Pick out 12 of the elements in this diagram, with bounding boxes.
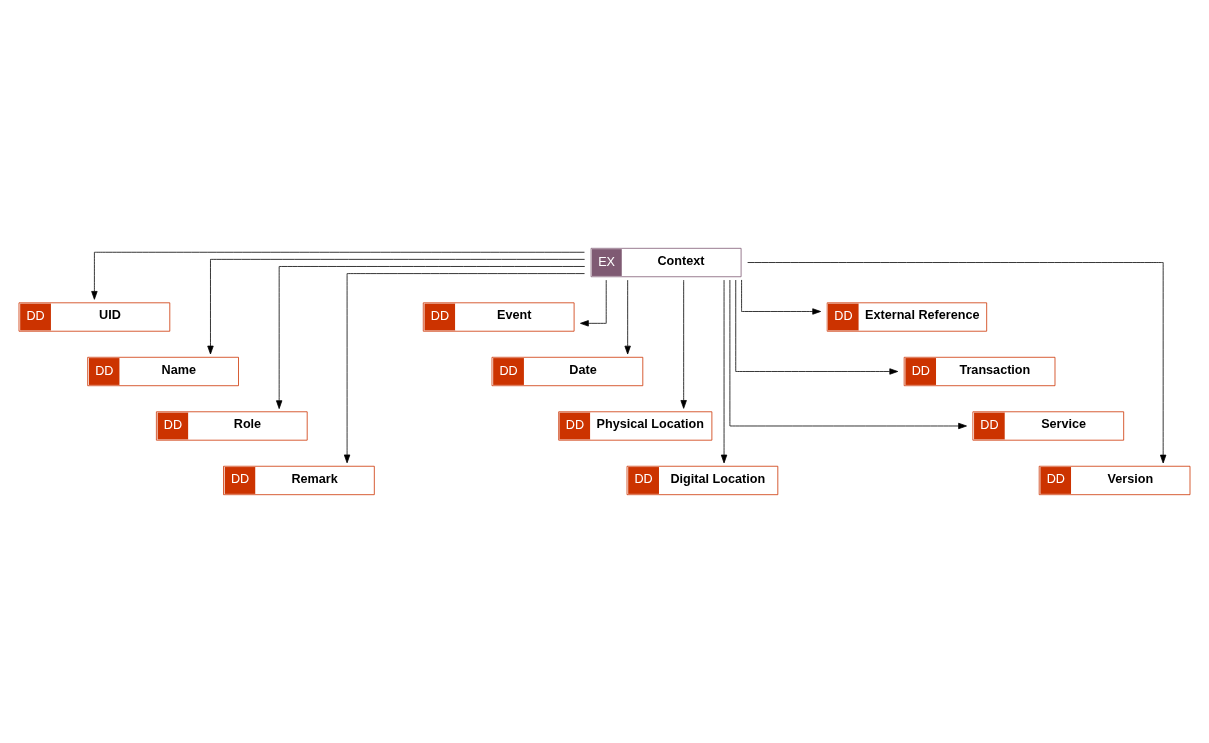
arrow bbox=[276, 266, 586, 409]
arrow bbox=[624, 279, 631, 355]
arrow bbox=[580, 279, 607, 327]
arrow bbox=[741, 279, 821, 315]
arrow bbox=[680, 279, 687, 409]
arrow bbox=[720, 279, 728, 464]
arrow bbox=[207, 258, 586, 355]
arrow bbox=[343, 273, 585, 464]
arrow bbox=[735, 279, 899, 375]
arrow bbox=[91, 251, 585, 300]
arrow bbox=[729, 279, 967, 430]
arrow bbox=[747, 262, 1167, 464]
